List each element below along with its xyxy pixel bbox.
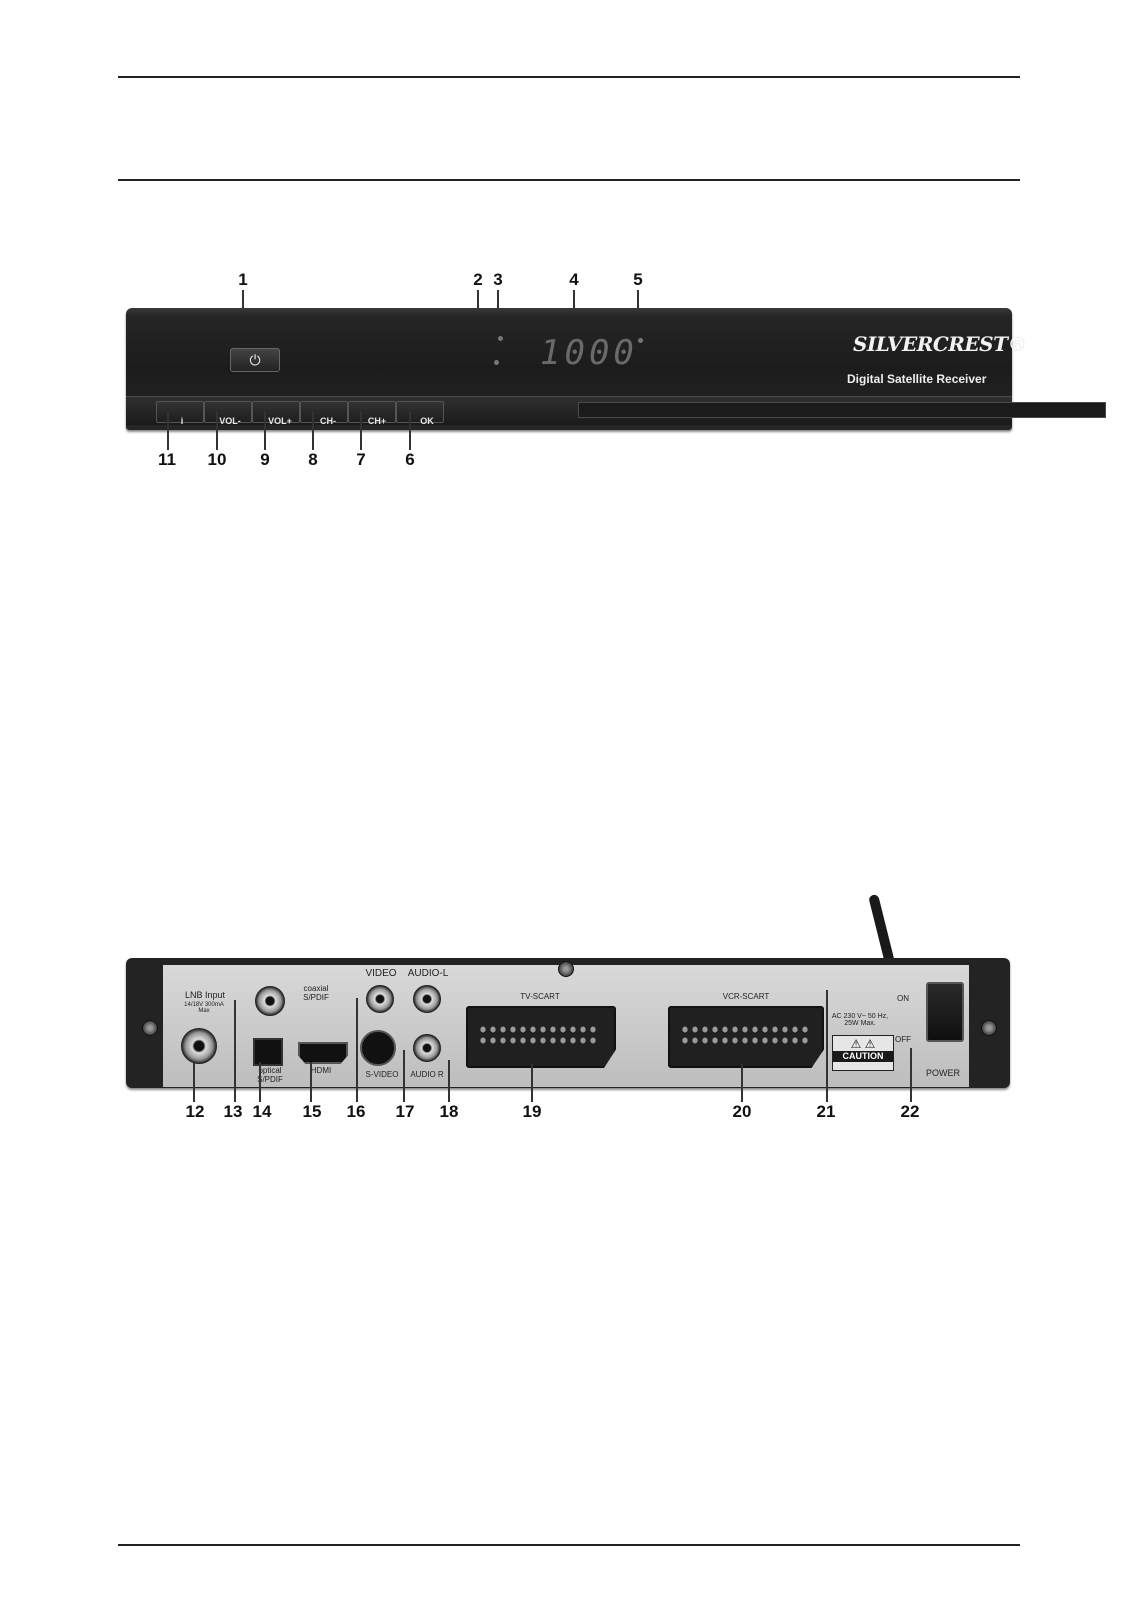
leader-21 [826, 990, 828, 1102]
hdmi-connector[interactable] [298, 1042, 348, 1064]
callout-21: 21 [817, 1102, 836, 1122]
callout-3: 3 [493, 270, 502, 290]
callout-22: 22 [901, 1102, 920, 1122]
power-label: POWER [926, 1068, 960, 1078]
audio-r-label: AUDIO R [410, 1070, 443, 1079]
hdmi-label: HDMI [311, 1066, 331, 1075]
leader-19 [531, 1064, 533, 1102]
label-ch-up: CH+ [368, 416, 386, 426]
leader-11 [167, 412, 169, 450]
audio-l-label: AUDIO-L [408, 968, 449, 979]
leader-14 [259, 1062, 261, 1102]
tv-scart-connector[interactable] [466, 1006, 616, 1068]
callout-5: 5 [633, 270, 642, 290]
leader-12 [193, 1062, 195, 1102]
callout-6: 6 [405, 450, 414, 470]
leader-13 [234, 1000, 236, 1102]
callout-11: 11 [158, 450, 176, 470]
optical-spdif-connector[interactable] [253, 1038, 283, 1066]
label-ok: OK [420, 416, 434, 426]
optical-spdif-label: optical S/PDIF [250, 1066, 290, 1084]
s-video-connector[interactable] [360, 1030, 396, 1066]
receiver-front-panel: ⏻ 1000 SILVERCREST® Digital Satellite Re… [126, 308, 1012, 430]
video-connector[interactable] [366, 985, 394, 1013]
callout-1: 1 [238, 270, 247, 290]
callout-16: 16 [347, 1102, 366, 1122]
callout-2: 2 [473, 270, 482, 290]
s-video-label: S-VIDEO [366, 1070, 399, 1079]
audio-r-connector[interactable] [413, 1034, 441, 1062]
callout-7: 7 [356, 450, 365, 470]
callout-19: 19 [523, 1102, 542, 1122]
lnb-input-connector[interactable] [181, 1028, 217, 1064]
leader-9 [264, 412, 266, 450]
leader-22 [910, 1048, 912, 1102]
callout-4: 4 [569, 270, 578, 290]
coaxial-spdif-label: coaxial S/PDIF [291, 984, 341, 1002]
tv-scart-label: TV-SCART [520, 992, 559, 1001]
leader-17 [403, 1050, 405, 1102]
callout-15: 15 [303, 1102, 322, 1122]
screw-icon [981, 1020, 997, 1036]
callout-8: 8 [308, 450, 317, 470]
label-ch-down: CH- [320, 416, 336, 426]
callout-13: 13 [224, 1102, 243, 1122]
leader-10 [216, 412, 218, 450]
callout-14: 14 [253, 1102, 272, 1122]
leader-20 [741, 1064, 743, 1102]
switch-off-label: OFF [895, 1035, 911, 1044]
lnb-input-label: LNB Input [185, 990, 225, 1000]
callout-17: 17 [396, 1102, 415, 1122]
caution-label: ⚠ ⚠ CAUTION [832, 1035, 894, 1071]
warning-triangle-icon: ⚠ ⚠ [833, 1036, 893, 1052]
callout-18: 18 [440, 1102, 459, 1122]
callout-12: 12 [186, 1102, 205, 1122]
switch-on-label: ON [897, 994, 909, 1003]
signal-led [498, 336, 503, 341]
product-subtitle: Digital Satellite Receiver [847, 372, 986, 386]
audio-l-connector[interactable] [413, 985, 441, 1013]
leader-6 [409, 412, 411, 450]
callout-9: 9 [260, 450, 269, 470]
screw-icon [558, 961, 574, 977]
label-vol-up: VOL+ [268, 416, 292, 426]
leader-16 [356, 998, 358, 1102]
label-info: i [181, 416, 184, 426]
lnb-spec-label: 14/18V 300mA Max [178, 1002, 230, 1014]
leader-8 [312, 412, 314, 450]
led-display: 1000 [540, 333, 638, 373]
standby-button[interactable]: ⏻ [230, 348, 280, 372]
leader-18 [448, 1060, 450, 1102]
screw-icon [142, 1020, 158, 1036]
standby-led [494, 360, 499, 365]
caution-text: CAUTION [833, 1051, 893, 1062]
card-slot-cover [578, 402, 1106, 418]
vcr-scart-label: VCR-SCART [723, 992, 770, 1001]
leader-7 [360, 412, 362, 450]
label-vol-down: VOL- [219, 416, 241, 426]
video-label: VIDEO [365, 968, 396, 979]
vcr-scart-connector[interactable] [668, 1006, 824, 1068]
header-rule [118, 76, 1020, 78]
footer-rule [118, 1544, 1020, 1546]
remote-sensor [638, 338, 643, 343]
coaxial-spdif-connector[interactable] [255, 986, 285, 1016]
callout-20: 20 [733, 1102, 752, 1122]
callout-10: 10 [208, 450, 227, 470]
brand-logo: SILVERCREST® [853, 332, 1027, 356]
leader-15 [310, 1062, 312, 1102]
section-rule [118, 179, 1020, 181]
power-rocker-switch[interactable] [926, 982, 964, 1042]
ac-rating-label: AC 230 V~ 50 Hz, 25W Max. [826, 1013, 894, 1027]
